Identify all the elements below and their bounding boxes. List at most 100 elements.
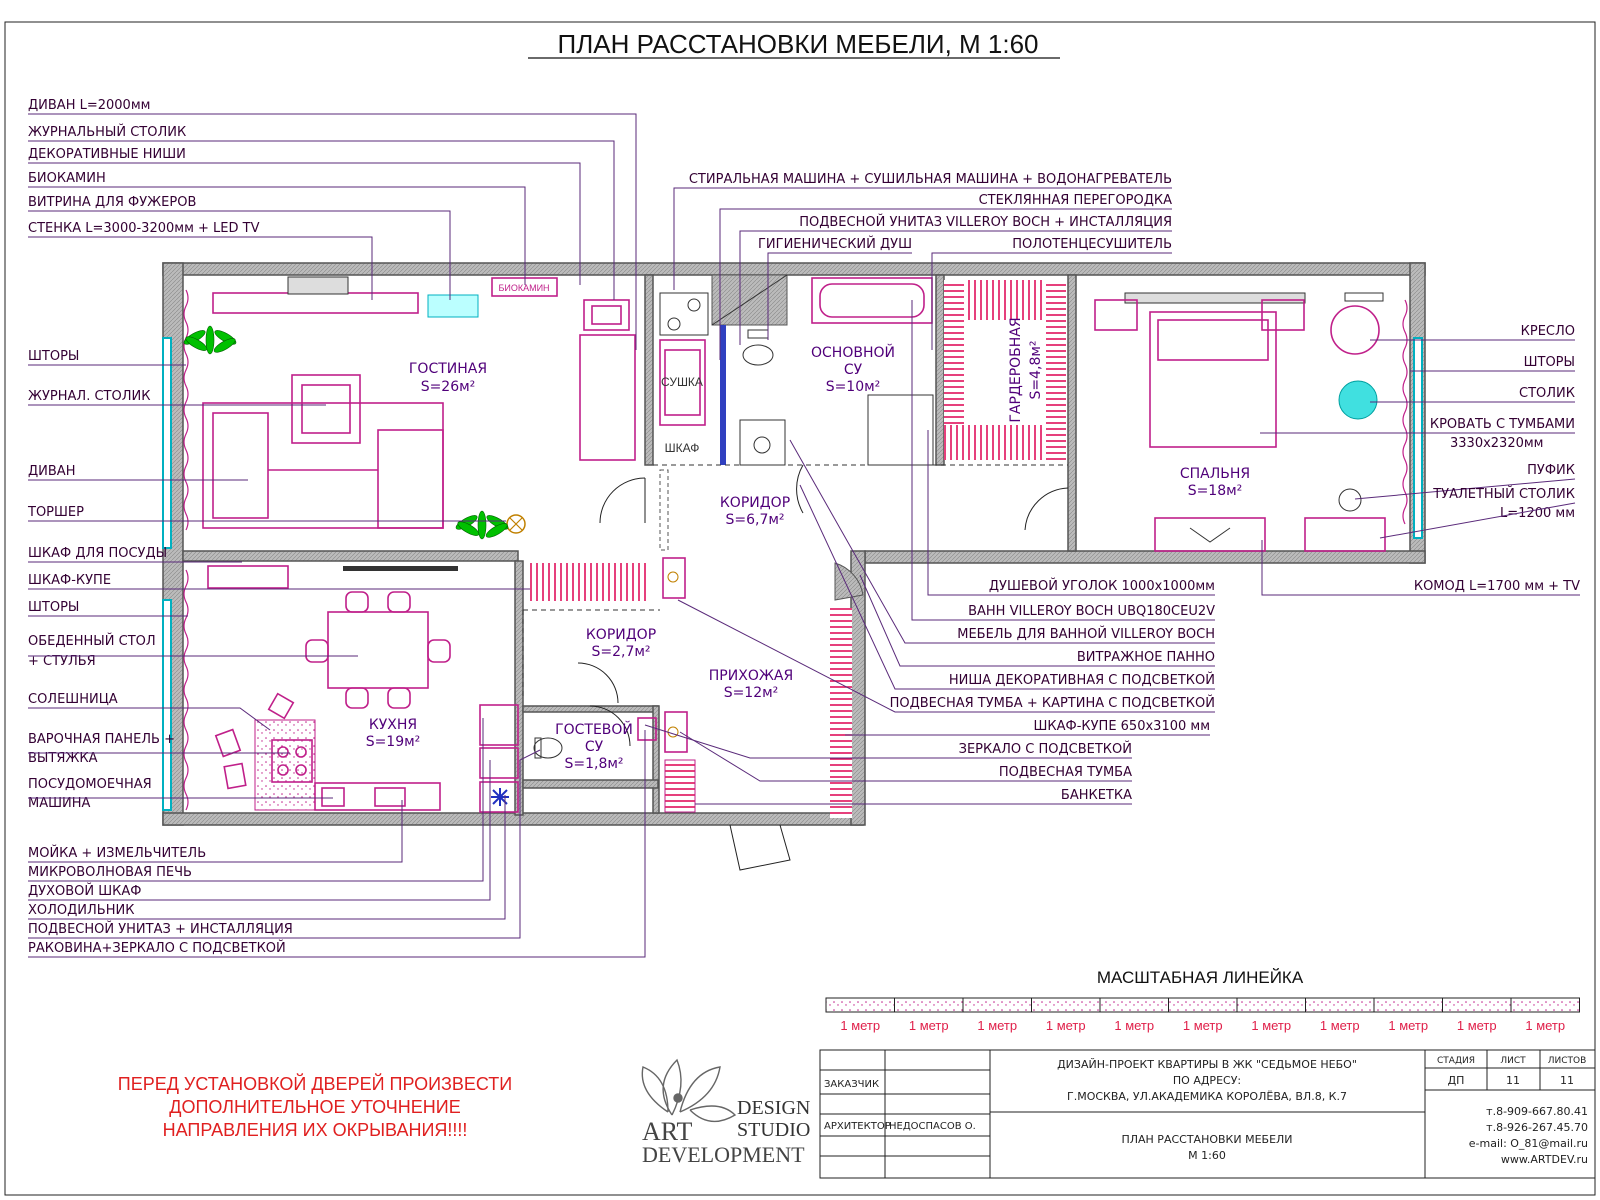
callout-label: ШТОРЫ xyxy=(28,600,79,615)
sheet-label: ЛИСТ xyxy=(1500,1056,1526,1066)
callout-label: ОБЕДЕННЫЙ СТОЛ xyxy=(28,633,156,649)
callout-label: СТЕКЛЯННАЯ ПЕРЕГОРОДКА xyxy=(979,193,1173,208)
logo-art: ART xyxy=(642,1117,693,1146)
title-block-text: ЗАКАЗЧИК АРХИТЕКТОР НЕДОСПАСОВ О. ДИЗАЙН… xyxy=(824,1056,1588,1166)
room-area: S=1,8м² xyxy=(564,756,623,772)
door-warning: ПЕРЕД УСТАНОВКОЙ ДВЕРЕЙ ПРОИЗВЕСТИ ДОПОЛ… xyxy=(118,1073,512,1140)
callout-label: ЖУРНАЛ. СТОЛИК xyxy=(28,389,150,404)
kitchen-furniture xyxy=(207,565,519,813)
architect-label: АРХИТЕКТОР xyxy=(824,1121,891,1132)
scale-segment-label: 1 метр xyxy=(1183,1018,1223,1033)
stage-label: СТАДИЯ xyxy=(1437,1056,1475,1066)
room-name: КОРИДОР xyxy=(720,495,790,511)
callout-label: ТОРШЕР xyxy=(27,505,84,520)
left-callouts: ДИВАН L=2000мм ЖУРНАЛЬНЫЙ СТОЛИК ДЕКОРАТ… xyxy=(27,98,646,958)
logo-studio: STUDIO xyxy=(737,1119,810,1141)
callout-label: ШКАФ-КУПЕ xyxy=(28,573,111,588)
callout-label: ПОДВЕСНОЙ УНИТАЗ VILLEROY BOCH + ИНСТАЛЛ… xyxy=(799,214,1172,230)
callout-label: СТИРАЛЬНАЯ МАШИНА + СУШИЛЬНАЯ МАШИНА + В… xyxy=(689,172,1172,187)
callout-label: ВАРОЧНАЯ ПАНЕЛЬ + xyxy=(28,732,175,747)
callout-label: РАКОВИНА+ЗЕРКАЛО С ПОДСВЕТКОЙ xyxy=(28,940,286,956)
architect-name: НЕДОСПАСОВ О. xyxy=(889,1121,976,1132)
project-line: Г.МОСКВА, УЛ.АКАДЕМИКА КОРОЛЁВА, ВЛ.8, К… xyxy=(1067,1090,1347,1103)
callout-label: КРЕСЛО xyxy=(1521,324,1575,339)
windows xyxy=(162,337,1423,811)
callout-label: МИКРОВОЛНОВАЯ ПЕЧЬ xyxy=(28,865,192,880)
scale-segment xyxy=(1373,997,1443,1013)
curtains xyxy=(183,289,1408,811)
project-line: ДИЗАЙН-ПРОЕКТ КВАРТИРЫ В ЖК "СЕДЬМОЕ НЕБ… xyxy=(1057,1058,1357,1071)
callout-label: ПОДВЕСНОЙ УНИТАЗ + ИНСТАЛЛЯЦИЯ xyxy=(28,921,293,937)
email: e-mail: O_81@mail.ru xyxy=(1469,1137,1588,1150)
hall-furniture xyxy=(530,557,864,818)
openings xyxy=(522,464,1068,700)
room-name: ПРИХОЖАЯ xyxy=(709,668,793,684)
scale-segment-label: 1 метр xyxy=(1251,1018,1291,1033)
stage-value: ДП xyxy=(1448,1074,1465,1087)
warning-line: НАПРАВЛЕНИЯ ИХ ОКРЫВАНИЯ!!!! xyxy=(163,1120,468,1140)
callout-label: МАШИНА xyxy=(28,796,91,811)
walk-in-closet xyxy=(944,280,1066,460)
callout-label: + СТУЛЬЯ xyxy=(28,654,96,669)
phone: т.8-909-667.80.41 xyxy=(1486,1105,1588,1118)
callout-label: ВЫТЯЖКА xyxy=(28,751,98,766)
room-name: СПАЛЬНЯ xyxy=(1180,466,1250,482)
callout-label: БИОКАМИН xyxy=(28,171,106,186)
laundry-and-bath-furniture: СУШКА ШКАФ xyxy=(659,274,934,466)
scale-segment-label: 1 метр xyxy=(1388,1018,1428,1033)
scale-segment xyxy=(894,997,964,1013)
callout-label: ШТОРЫ xyxy=(28,349,79,364)
callout-label: ДИВАН L=2000мм xyxy=(28,98,150,113)
room-name: КУХНЯ xyxy=(369,717,417,733)
callout-label: ХОЛОДИЛЬНИК xyxy=(28,903,134,918)
sheet-frame xyxy=(4,21,1596,1196)
scale-segment-label: 1 метр xyxy=(1320,1018,1360,1033)
callout-label: СТОЛИК xyxy=(1519,386,1575,401)
scale-segment xyxy=(1031,997,1101,1013)
callout-label: ШКАФ ДЛЯ ПОСУДЫ xyxy=(28,546,167,561)
scale-segment xyxy=(1099,997,1169,1013)
callout-label: КОМОД L=1700 мм + TV xyxy=(1414,579,1580,594)
doors xyxy=(577,464,1069,871)
callout-label: СОЛЕШНИЦА xyxy=(28,692,118,707)
callout-label: ВИТРАЖНОЕ ПАННО xyxy=(1077,650,1215,665)
sheet-value: 11 xyxy=(1506,1074,1520,1087)
plant-icon xyxy=(455,510,509,540)
warning-line: ДОПОЛНИТЕЛЬНОЕ УТОЧНЕНИЕ xyxy=(169,1097,460,1117)
scale-segment-label: 1 метр xyxy=(1114,1018,1154,1033)
scale-segment-label: 1 метр xyxy=(1046,1018,1086,1033)
callout-label: ЖУРНАЛЬНЫЙ СТОЛИК xyxy=(28,124,186,140)
walls xyxy=(162,262,1426,826)
room-name: СУ xyxy=(585,739,604,755)
scale-segment xyxy=(825,997,895,1013)
website: www.ARTDEV.ru xyxy=(1501,1153,1588,1166)
callout-label: ПОЛОТЕНЦЕСУШИТЕЛЬ xyxy=(1012,237,1172,252)
sheet-scale: М 1:60 xyxy=(1188,1149,1226,1162)
callout-label: ПОСУДОМОЕЧНАЯ xyxy=(28,777,152,792)
sheets-label: ЛИСТОВ xyxy=(1548,1056,1587,1066)
callout-label: ЗЕРКАЛО С ПОДСВЕТКОЙ xyxy=(959,741,1132,757)
callout-label: МОЙКА + ИЗМЕЛЬЧИТЕЛЬ xyxy=(28,845,206,861)
title-block xyxy=(819,1049,1596,1179)
warning-line: ПЕРЕД УСТАНОВКОЙ ДВЕРЕЙ ПРОИЗВЕСТИ xyxy=(118,1073,512,1094)
callout-label: ТУАЛЕТНЫЙ СТОЛИК xyxy=(1432,486,1575,502)
room-area: S=19м² xyxy=(366,734,421,750)
scale-segment-label: 1 метр xyxy=(1525,1018,1565,1033)
room-area: S=6,7м² xyxy=(725,512,784,528)
scale-segments: 1 метр 1 метр 1 метр 1 метр 1 метр 1 метр 1 ме… xyxy=(825,997,1580,1033)
scale-segment xyxy=(1305,997,1375,1013)
callout-label: ПОДВЕСНАЯ ТУМБА xyxy=(999,765,1132,780)
sheets-value: 11 xyxy=(1560,1074,1574,1087)
callout-label: ДУШЕВОЙ УГОЛОК 1000х1000мм xyxy=(989,578,1215,594)
top-callouts: СТИРАЛЬНАЯ МАШИНА + СУШИЛЬНАЯ МАШИНА + В… xyxy=(673,172,1173,360)
callout-label: ШТОРЫ xyxy=(1524,355,1575,370)
callout-label: ШКАФ-КУПЕ 650х3100 мм xyxy=(1033,719,1210,734)
callout-label: НИША ДЕКОРАТИВНАЯ С ПОДСВЕТКОЙ xyxy=(949,672,1215,688)
scale-segment-label: 1 метр xyxy=(1457,1018,1497,1033)
callout-label: 3330х2320мм xyxy=(1450,436,1543,451)
scale-segment xyxy=(1168,997,1238,1013)
logo-design: DESIGN xyxy=(737,1097,810,1119)
flower-logo-icon xyxy=(641,1058,737,1123)
callout-label: ДЕКОРАТИВНЫЕ НИШИ xyxy=(28,147,186,162)
